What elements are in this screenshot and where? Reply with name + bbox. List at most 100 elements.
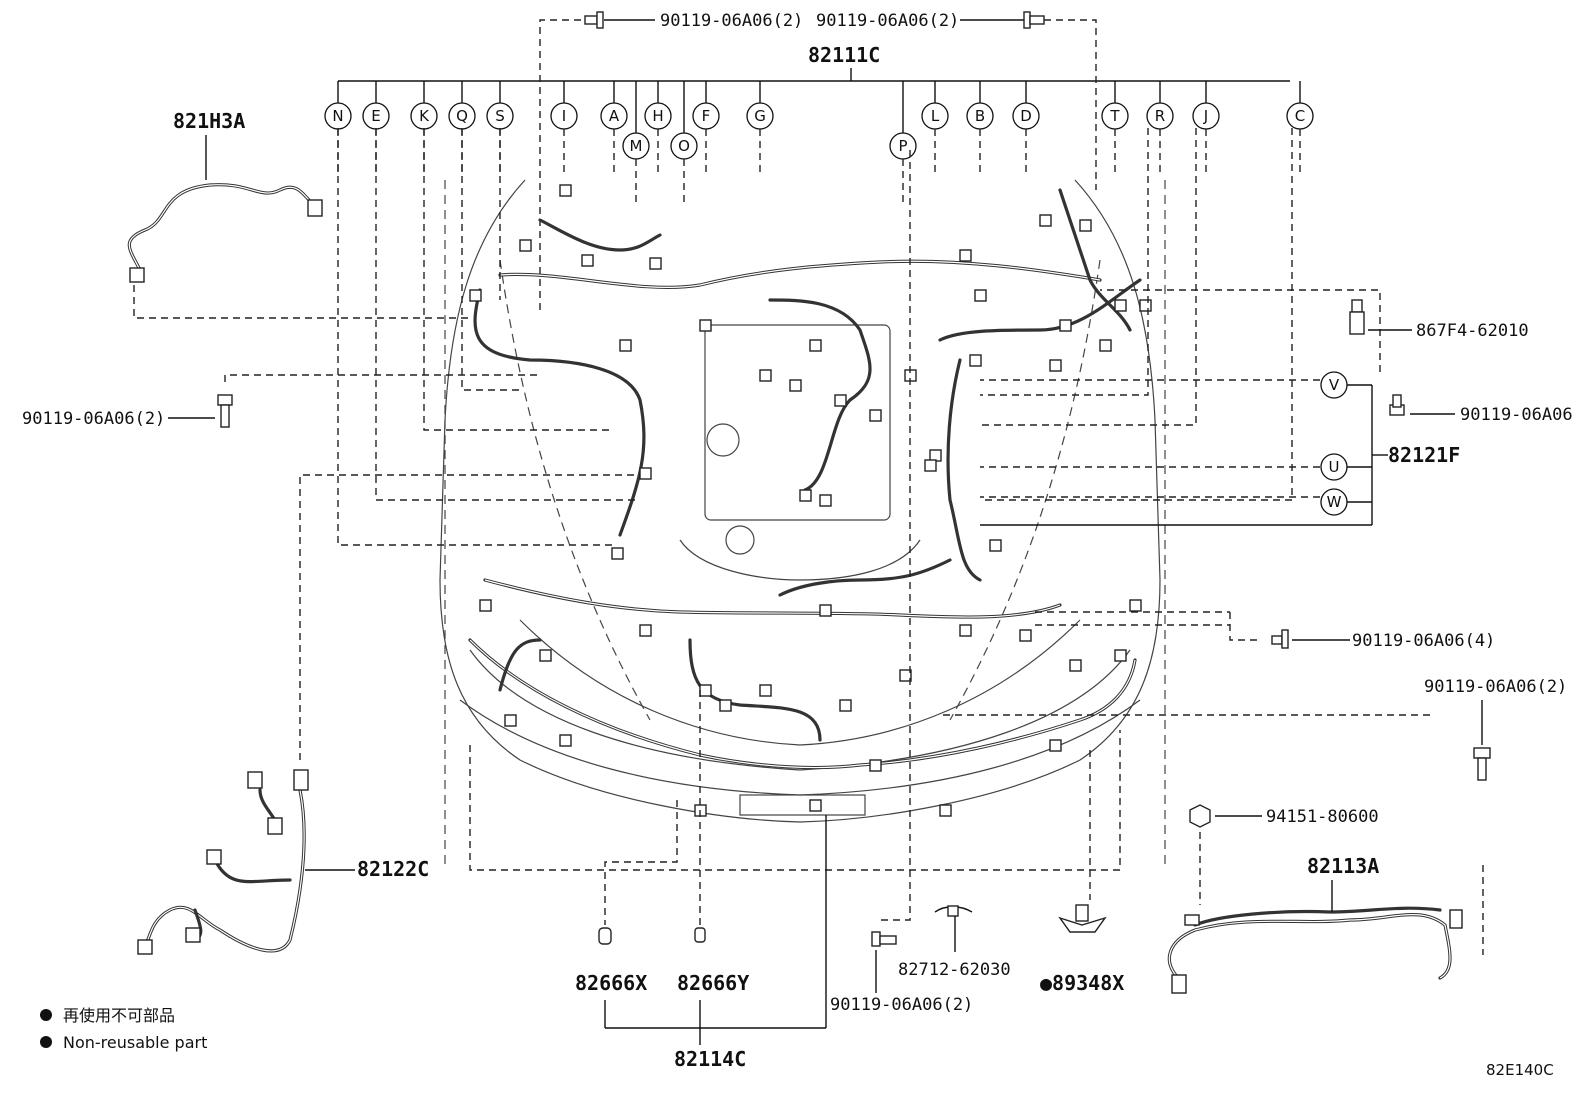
callout-letter: U [1329,458,1340,476]
sensor-icon [1349,299,1412,335]
connector-icon [1059,319,1072,332]
non-reusable-bullet-icon [40,1036,52,1048]
callout-letter: D [1020,107,1032,125]
bolt-label-right: 90119-06A06 [1460,405,1573,425]
sub-harness-821h3a [127,135,323,283]
connector-icon [869,409,882,422]
connector-icon [819,494,832,507]
callout-letter: L [931,107,940,125]
connector-icon [839,699,852,712]
bracket-82114c [604,815,827,1045]
callout-letter: Q [456,107,468,125]
part-label-82121f: 82121F [1388,443,1460,467]
bolt-label-mid-right: 90119-06A06(4) [1352,631,1495,651]
callout-letter: S [495,107,505,125]
connector-icon [789,379,802,392]
bolt-icon [960,11,1045,29]
part-label-82666x: 82666X [575,971,647,995]
clamp-icon [934,905,973,952]
leader-lines [133,128,1484,955]
callout-letter: R [1155,107,1165,125]
callout-letter: G [754,107,766,125]
callout-letter: V [1329,376,1340,394]
connector-icon [959,249,972,262]
figure-code: 82E140C [1486,1061,1554,1079]
connector-icon [479,599,492,612]
connector-icon [611,547,624,560]
part-label-82712: 82712-62030 [898,960,1011,980]
connector-icon [519,239,532,252]
callout-letter: J [1203,107,1208,125]
connector-icon [1039,214,1052,227]
callout-letter: E [371,107,380,125]
top-bracket [338,68,1290,82]
sub-harness-82113a [1167,880,1463,994]
part-label-94151: 94151-80600 [1266,807,1379,827]
nut-icon [1189,804,1262,828]
connector-icon [719,699,732,712]
connector-icon [1069,659,1082,672]
bolt-icon [1473,700,1491,781]
connector-icon [809,339,822,352]
callout-letter: C [1295,107,1305,125]
connector-icon [869,759,882,772]
bolt-icon [871,931,897,993]
connector-icon [649,257,662,270]
bolt-label-bottom: 90119-06A06(2) [830,995,973,1015]
callout-letter: P [898,137,907,155]
callout-letter: M [630,137,643,155]
callout-circle-u [1320,453,1348,481]
callout-letter: A [609,107,620,125]
bolt-icon [1389,394,1455,416]
connector-icon [1114,299,1127,312]
legend-line-jp: 再使用不可部品 [63,1006,175,1025]
legend-line-en: Non-reusable part [63,1033,207,1052]
connector-icon [699,319,712,332]
bolt-label-left: 90119-06A06(2) [22,409,165,429]
connector-icon [1049,359,1062,372]
connector-icon [504,714,517,727]
connector-icon [639,467,652,480]
part-label-82113a: 82113A [1307,854,1379,878]
connector-icon [759,684,772,697]
connector-icon [809,799,822,812]
connector-icon [834,394,847,407]
bolt-label-top-left: 90119-06A06(2) [660,11,803,31]
connector-icon [959,624,972,637]
callout-letter: H [652,107,663,125]
clip-icon [598,927,612,945]
callout-letter: W [1327,493,1342,511]
callout-letter: N [332,107,343,125]
connector-icon [581,254,594,267]
callout-letter: I [562,107,566,125]
connector-icon [974,289,987,302]
connector-icon [1099,339,1112,352]
connector-icon [989,539,1002,552]
part-label-82666y: 82666Y [677,971,749,995]
callout-letter: T [1109,107,1120,125]
bolt-label-top-right: 90119-06A06(2) [816,11,959,31]
bolt-icon [1271,629,1350,649]
connector-icon [924,459,937,472]
connector-icon [759,369,772,382]
clip-icon [694,927,706,943]
part-label-89348x: ●89348X [1040,971,1124,995]
callout-circle-w [1320,488,1348,516]
engine-room-harness-82121f [468,558,1137,770]
non-reusable-bullet-icon [40,1009,52,1021]
connector-icon [1114,649,1127,662]
connector-icon [699,684,712,697]
sub-harness-82122c [137,769,355,955]
engine-wire-harness-82111c [473,188,1142,582]
part-label-82114c: 82114C [674,1047,746,1071]
bolt-label-far-right: 90119-06A06(2) [1424,677,1567,697]
connector-blocks [469,184,1152,817]
connector-icon [619,339,632,352]
connector-icon [1139,299,1152,312]
connector-icon [1079,219,1092,232]
part-label-82111c: 82111C [808,43,880,67]
legend: 再使用不可部品 Non-reusable part [40,1006,207,1052]
part-label-867f4: 867F4-62010 [1416,321,1529,341]
